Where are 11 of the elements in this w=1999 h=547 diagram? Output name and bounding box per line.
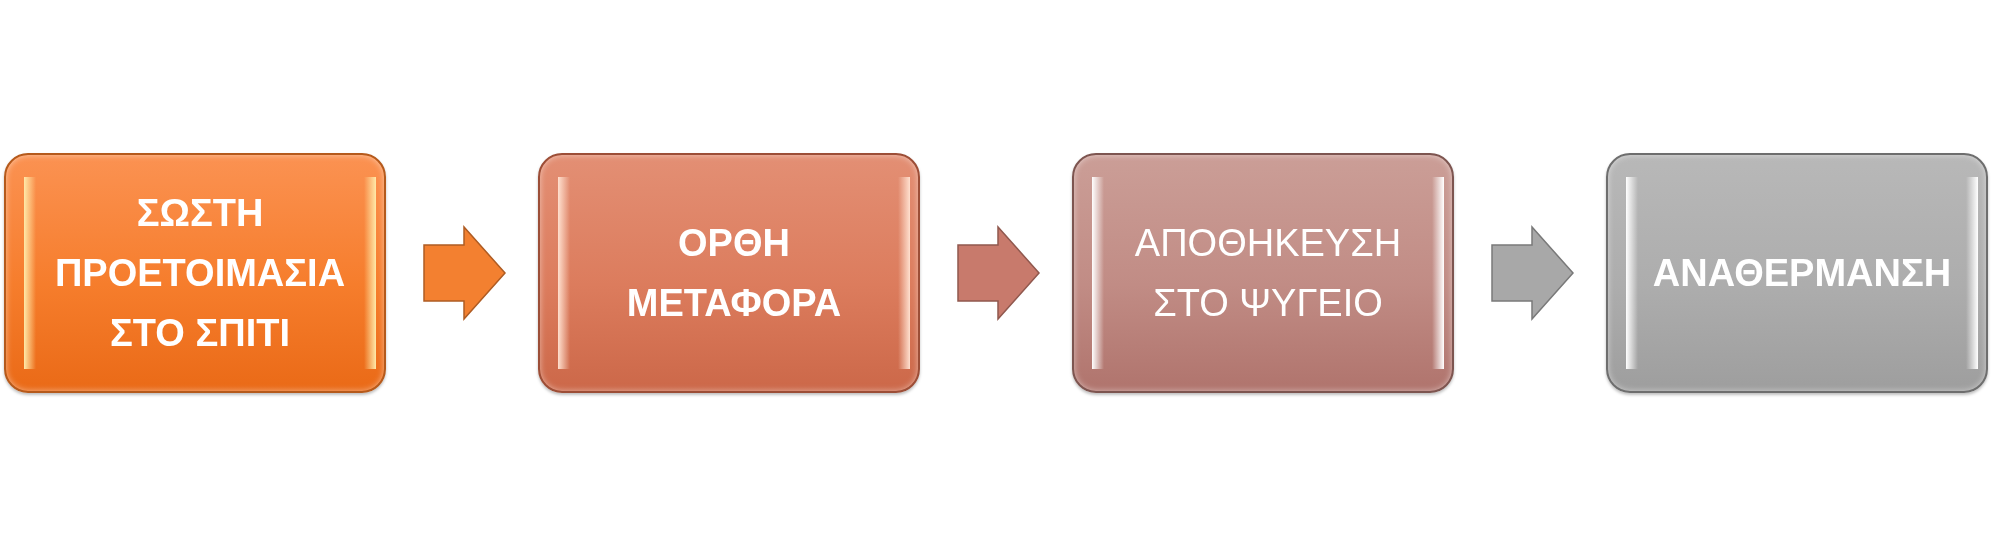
- node-label: ΟΡΘΗ ΜΕΤΑΦΟΡΑ: [625, 221, 843, 326]
- process-box: [538, 153, 920, 393]
- block-arrow: [1491, 225, 1574, 321]
- node-label: ΣΩΣΤΗ ΠΡΟΕΤΟΙΜΑΣΙΑ ΣΤΟ ΣΠΙΤΙ: [53, 191, 347, 356]
- process-box: [1072, 153, 1454, 393]
- block-arrow: [423, 225, 506, 321]
- process-box: [1606, 153, 1988, 393]
- node-label: ΑΝΑΘΕΡΜΑΝΣΗ: [1651, 251, 1953, 296]
- node-label: ΑΠΟΘΗΚΕΥΣΗ ΣΤΟ ΨΥΓΕΙΟ: [1133, 221, 1403, 326]
- block-arrow: [957, 225, 1040, 321]
- process-box: [4, 153, 386, 393]
